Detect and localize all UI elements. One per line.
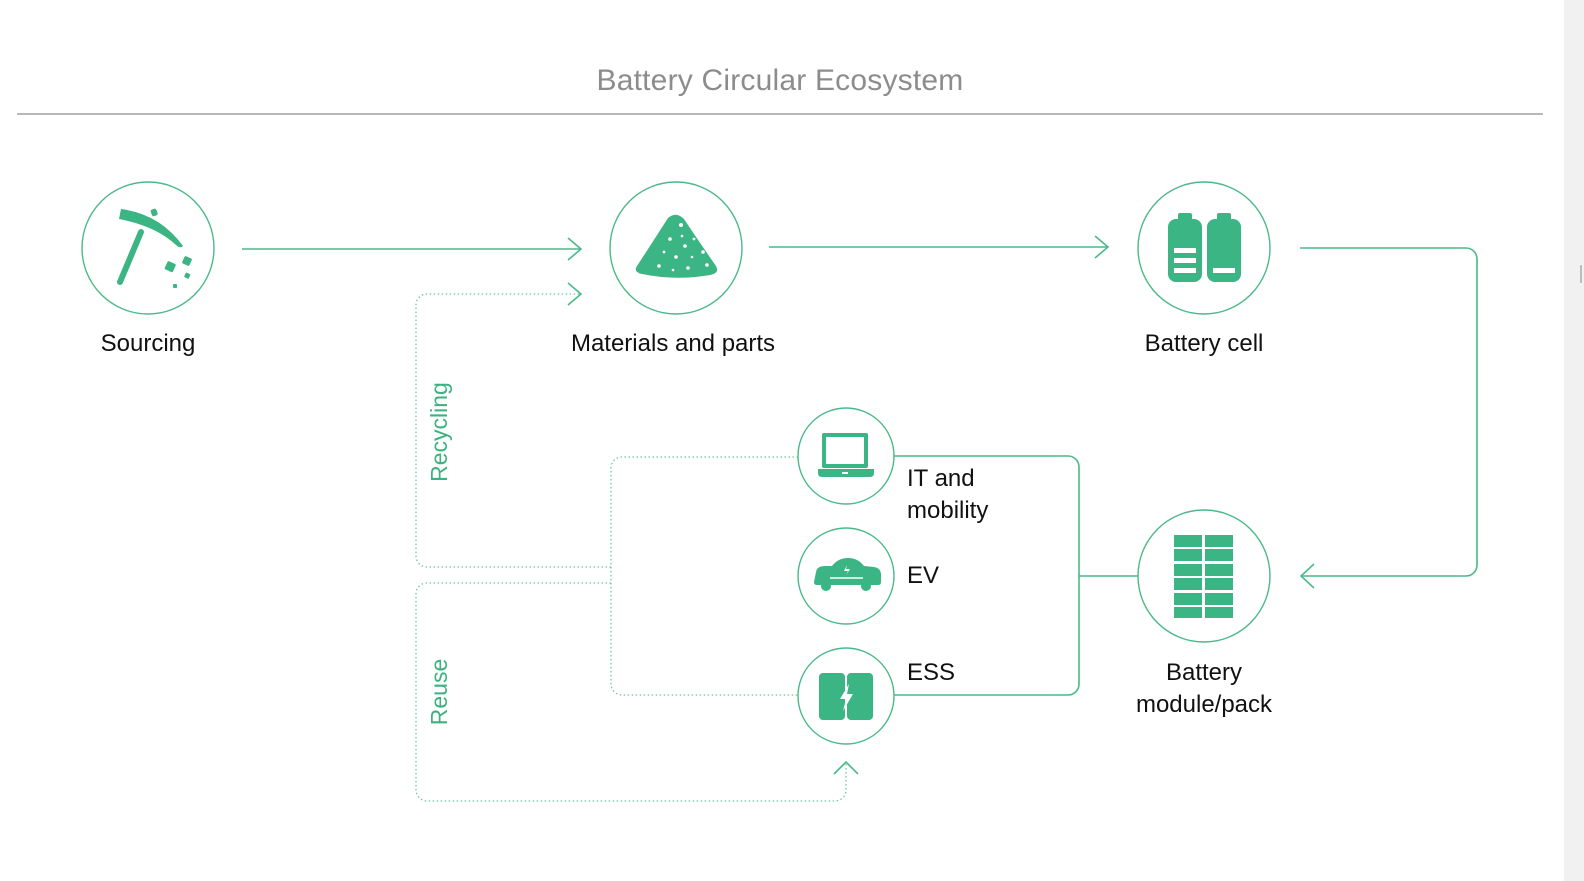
reuse-label: Reuse xyxy=(426,658,452,726)
sourcing-label: Sourcing xyxy=(100,330,196,357)
energy-storage-icon xyxy=(819,673,873,720)
sourcing-node xyxy=(81,181,215,315)
laptop-icon xyxy=(818,433,874,477)
battery-module-label-line1: Battery xyxy=(1165,659,1243,686)
pickaxe-icon xyxy=(117,208,192,288)
material-pile-icon xyxy=(635,214,718,278)
arrow-materials-to-cell xyxy=(769,235,1110,259)
battery-module-label: Battery module/pack xyxy=(1104,657,1304,721)
battery-module-label-line2: module/pack xyxy=(1135,691,1273,718)
recycling-label: Recycling xyxy=(426,382,452,482)
electric-car-icon xyxy=(814,558,881,591)
battery-cell-label: Battery cell xyxy=(1144,330,1264,357)
it-mobility-label-line1: IT and xyxy=(907,465,975,492)
battery-module-grid-icon xyxy=(1174,535,1233,618)
title-divider xyxy=(17,113,1543,115)
connector-applications-end-of-life xyxy=(610,456,798,696)
scrollbar-thumb[interactable] xyxy=(1580,265,1582,283)
connector-module-to-applications xyxy=(893,455,1138,696)
reuse-loop-arrow xyxy=(415,582,859,802)
arrow-cell-to-module xyxy=(1299,247,1478,589)
battery-cells-icon xyxy=(1168,213,1241,282)
materials-label: Materials and parts xyxy=(570,330,776,357)
ev-label: EV xyxy=(907,562,940,589)
battery-cell-node xyxy=(1137,181,1271,315)
recycling-loop-arrow xyxy=(415,282,611,568)
page-title: Battery Circular Ecosystem xyxy=(596,64,964,97)
scrollbar-track[interactable] xyxy=(1564,0,1584,881)
it-mobility-label-line2: mobility xyxy=(907,497,989,524)
ess-label: ESS xyxy=(907,659,956,686)
battery-module-node xyxy=(1137,509,1271,643)
it-mobility-label: IT and mobility xyxy=(907,463,988,527)
arrow-sourcing-to-materials xyxy=(242,237,583,261)
